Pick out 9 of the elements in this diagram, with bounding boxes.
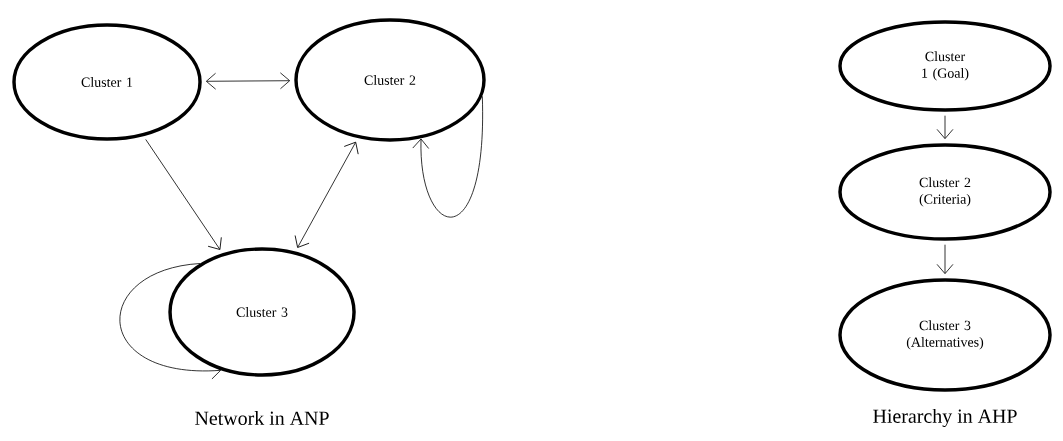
arrow: [294, 141, 359, 248]
diagram-caption: Hierarchy in AHP: [873, 408, 1017, 427]
arrow: [145, 139, 222, 250]
diagram-caption: Network in ANP: [195, 410, 329, 425]
arrow: [205, 72, 291, 90]
loop-arrow: [119, 263, 221, 380]
arrow: [936, 115, 954, 140]
loop-arrow: [412, 95, 483, 218]
arrow: [936, 244, 954, 275]
